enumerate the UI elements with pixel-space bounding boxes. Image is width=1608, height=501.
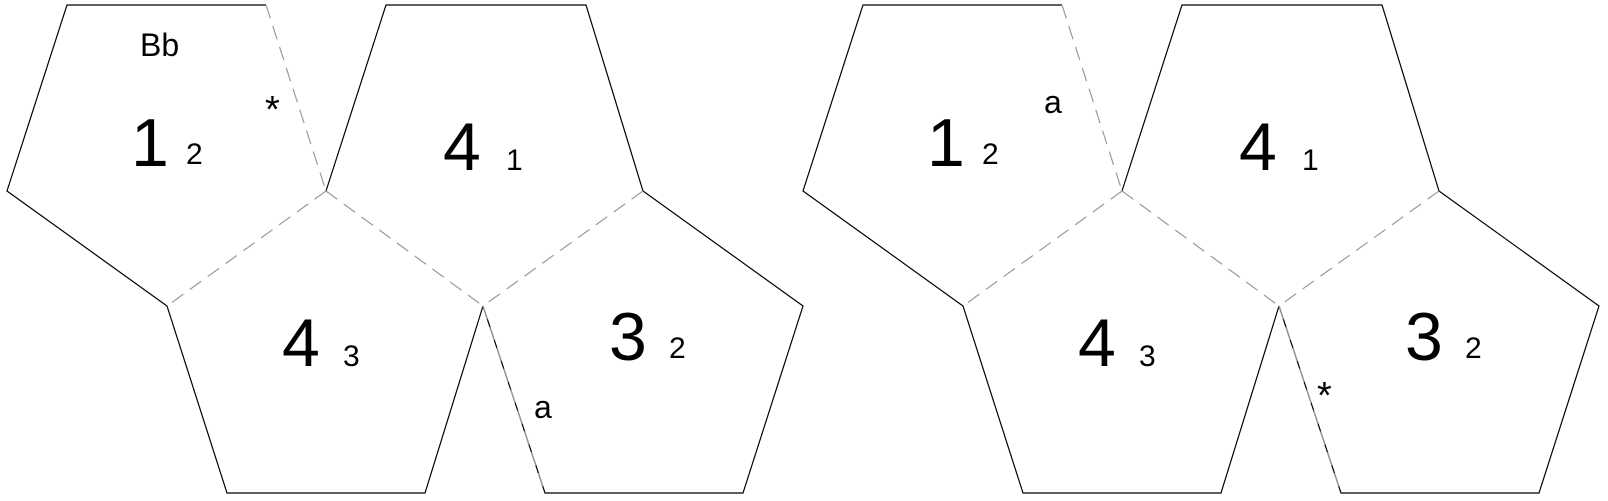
face-left-4: 3 2 (609, 299, 686, 375)
face-right-2: 4 1 (1239, 109, 1319, 185)
face-number: 4 (443, 109, 481, 185)
net-right: 1 2 4 1 4 3 3 2 a * (802, 4, 1600, 494)
face-left-3: 4 3 (282, 305, 360, 381)
face-subscript: 2 (669, 332, 686, 365)
face-right-3: 4 3 (1078, 305, 1156, 381)
net-left: Bb 1 2 4 1 4 3 3 2 * a (6, 4, 804, 494)
edge-marker-star: * (1317, 375, 1332, 417)
face-subscript: 3 (343, 340, 360, 373)
face-subscript: 2 (982, 138, 999, 171)
face-subscript: 2 (1465, 332, 1482, 365)
face-subscript: 3 (1139, 340, 1156, 373)
face-number: 4 (1078, 305, 1116, 381)
face-number: 3 (609, 299, 647, 375)
face-number: 1 (927, 105, 965, 181)
face-subscript: 1 (506, 144, 523, 177)
face-right-4: 3 2 (1405, 299, 1482, 375)
net-left-folds (166, 4, 644, 494)
face-number: 1 (131, 105, 169, 181)
edge-marker-star: * (265, 89, 280, 131)
face-subscript: 2 (186, 138, 203, 171)
face-number: 3 (1405, 299, 1443, 375)
face-left-1: 1 2 (131, 105, 203, 181)
face-number: 4 (282, 305, 320, 381)
net-left-outline (6, 4, 804, 494)
face-right-1: 1 2 (927, 105, 999, 181)
net-right-outline (802, 4, 1600, 494)
net-right-folds (962, 4, 1440, 494)
edge-marker-a: a (1044, 84, 1062, 120)
title-label: Bb (140, 27, 179, 63)
face-left-2: 4 1 (443, 109, 523, 185)
face-subscript: 1 (1302, 144, 1319, 177)
face-number: 4 (1239, 109, 1277, 185)
edge-marker-a: a (534, 389, 552, 425)
